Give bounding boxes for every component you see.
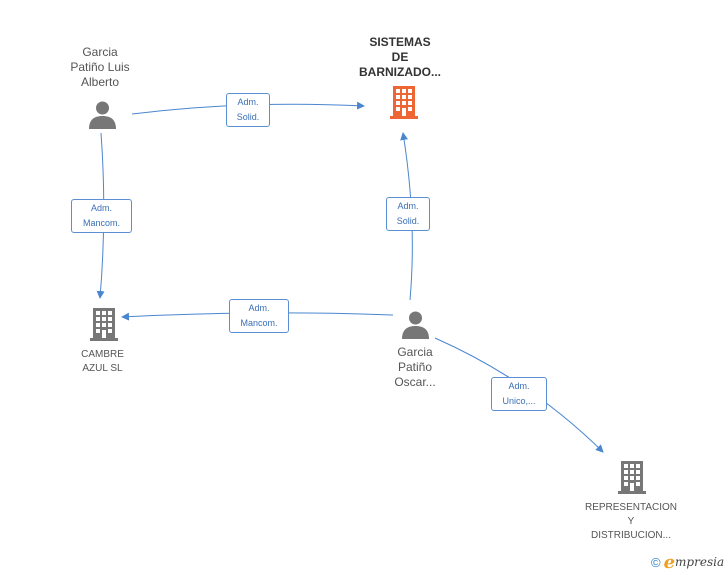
brand-logo-text: mpresia: [675, 555, 725, 569]
node-label-garcia-luis[interactable]: Garcia Patiño Luis Alberto: [70, 45, 130, 89]
edge-label-oscar-sistemas[interactable]: Adm. Solid.: [386, 197, 430, 231]
brand-logo-e: e: [663, 551, 676, 573]
node-label-cambre[interactable]: CAMBRE AZUL SL: [81, 349, 124, 374]
node-label-garcia-oscar[interactable]: Garcia Patiño Oscar...: [394, 345, 436, 389]
person-icon[interactable]: [88, 100, 117, 129]
building-icon[interactable]: [617, 461, 647, 494]
brand-logo: © e mpresia: [651, 551, 725, 573]
edge-label-oscar-representacion[interactable]: Adm. Unico,...: [491, 377, 547, 411]
building-icon[interactable]: [389, 86, 419, 119]
node-label-representacion[interactable]: REPRESENTACION Y DISTRIBUCION...: [584, 502, 678, 541]
person-icon[interactable]: [401, 310, 430, 339]
edge-label-luis-cambre[interactable]: Adm. Mancom.: [71, 199, 132, 233]
edge-label-luis-sistemas[interactable]: Adm. Solid.: [226, 93, 270, 127]
edge-label-oscar-cambre[interactable]: Adm. Mancom.: [229, 299, 289, 333]
copyright-symbol: ©: [651, 554, 661, 570]
building-icon[interactable]: [89, 308, 119, 341]
node-label-sistemas[interactable]: SISTEMAS DE BARNIZADO...: [359, 35, 441, 79]
